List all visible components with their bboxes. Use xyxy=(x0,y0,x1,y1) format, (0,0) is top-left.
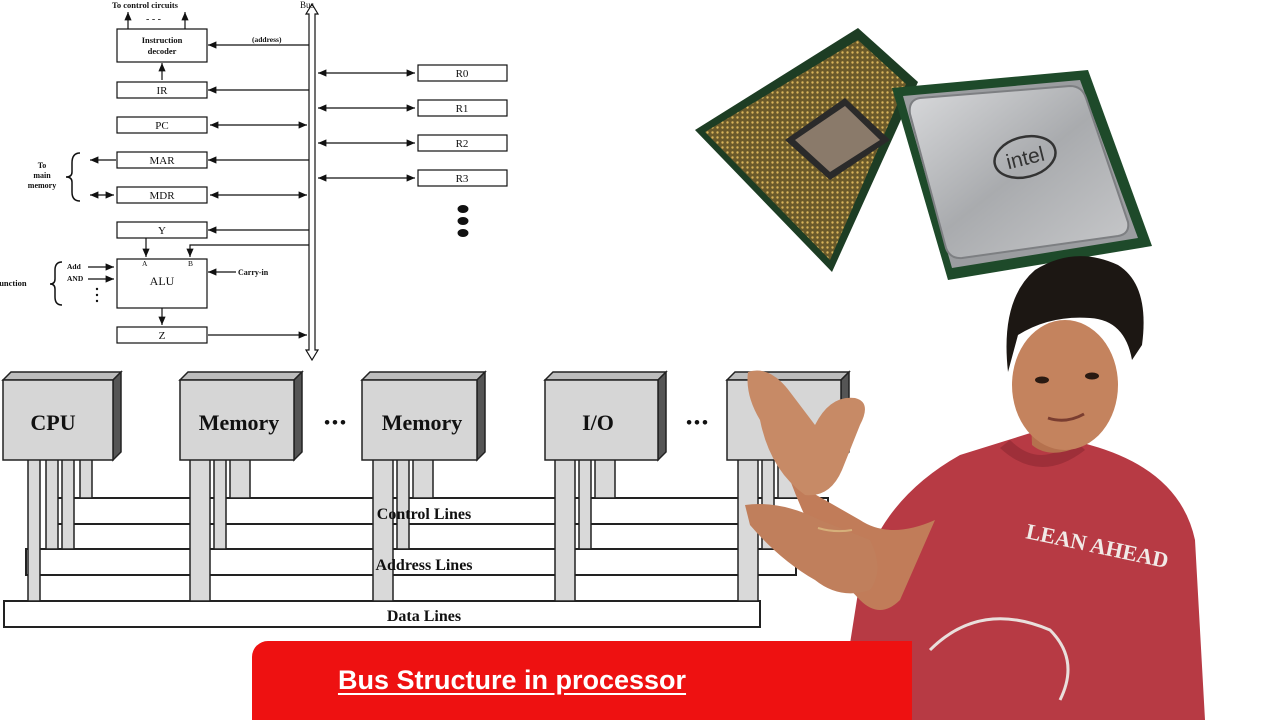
control-lines-label: Control Lines xyxy=(377,506,471,523)
alu-label: ALU xyxy=(150,274,175,288)
cpu-chip-photo: intel xyxy=(695,28,1152,280)
memory-module-1-label: Memory xyxy=(199,410,280,435)
address-label: (address) xyxy=(252,35,282,44)
r1-register-box xyxy=(417,99,508,117)
mar-register-label: MAR xyxy=(149,155,175,167)
ir-register-box xyxy=(116,81,208,99)
data-lines-bar xyxy=(3,600,761,628)
function-more-dots xyxy=(95,287,99,303)
y-register-label: Y xyxy=(158,225,166,237)
presenter-shirt xyxy=(838,430,1205,720)
z-register-label: Z xyxy=(159,330,166,342)
mdr-register-label: MDR xyxy=(149,190,175,202)
decoder-label-line1: Instruction xyxy=(142,35,183,45)
address-lines-label: Address Lines xyxy=(375,557,472,574)
presenter-lower-hand xyxy=(745,504,878,594)
io-module-label: I/O xyxy=(582,410,614,435)
alu-box xyxy=(116,258,208,309)
presenter-face xyxy=(1012,320,1118,450)
processor-datapath-diagram: Bus To control circuits - - - Instructio… xyxy=(0,0,508,362)
control-circuits-label: To control circuits xyxy=(112,0,179,10)
mar-register-box xyxy=(116,151,208,169)
pc-register-label: PC xyxy=(155,120,168,132)
pc-register-box xyxy=(116,116,208,134)
intel-logo-ellipse xyxy=(993,134,1057,180)
title-banner: Bus Structure in processor xyxy=(252,641,912,720)
internal-bus xyxy=(304,2,320,362)
memory-module-2: Memory xyxy=(360,370,487,462)
presenter-upper-hand xyxy=(747,370,865,496)
r3-register-label: R3 xyxy=(456,173,469,185)
more-registers-dots xyxy=(457,205,469,237)
memory-note-line3: memory xyxy=(28,181,56,190)
module-ellipsis-1: ••• xyxy=(324,413,348,432)
control-lines-bar xyxy=(47,497,829,525)
memory-note-brace xyxy=(65,152,81,202)
video-title: Bus Structure in processor xyxy=(337,665,687,695)
control-dashes: - - - xyxy=(146,14,161,25)
function-label: Function xyxy=(0,278,27,288)
r2-register-box xyxy=(417,134,508,152)
function-op-add: Add xyxy=(67,262,82,271)
presenter-photo: LEAN AHEAD xyxy=(745,256,1205,720)
r0-register-box xyxy=(417,64,508,82)
bus-label: Bus xyxy=(300,0,315,10)
y-register-box xyxy=(116,221,208,239)
mdr-register-box xyxy=(116,186,208,204)
r3-register-box xyxy=(417,169,508,187)
presenter-hair xyxy=(1006,256,1144,372)
decoder-label-line2: decoder xyxy=(148,46,177,56)
memory-module-1: Memory xyxy=(178,370,304,462)
function-brace xyxy=(49,261,63,306)
carry-in-label: Carry-in xyxy=(238,268,269,277)
system-bus-diagram: CPU Memory Memory I/O xyxy=(1,370,851,628)
function-op-and: AND xyxy=(67,274,84,283)
instruction-decoder-box xyxy=(116,28,208,63)
r2-register-label: R2 xyxy=(456,138,469,150)
io-module: I/O xyxy=(543,370,668,462)
memory-note-line1: To xyxy=(38,161,47,170)
memory-note-line2: main xyxy=(33,171,51,180)
alu-input-a: A xyxy=(142,259,148,268)
data-lines-label: Data Lines xyxy=(387,608,461,625)
r0-register-label: R0 xyxy=(456,68,469,80)
r1-register-label: R1 xyxy=(456,103,469,115)
memory-module-2-label: Memory xyxy=(382,410,463,435)
alu-input-b: B xyxy=(188,259,193,268)
module-ellipsis-2: ••• xyxy=(686,413,710,432)
ir-register-label: IR xyxy=(157,85,169,97)
cpu-module-label: CPU xyxy=(30,410,75,435)
z-register-box xyxy=(116,326,208,344)
cpu-module: CPU xyxy=(1,370,123,462)
